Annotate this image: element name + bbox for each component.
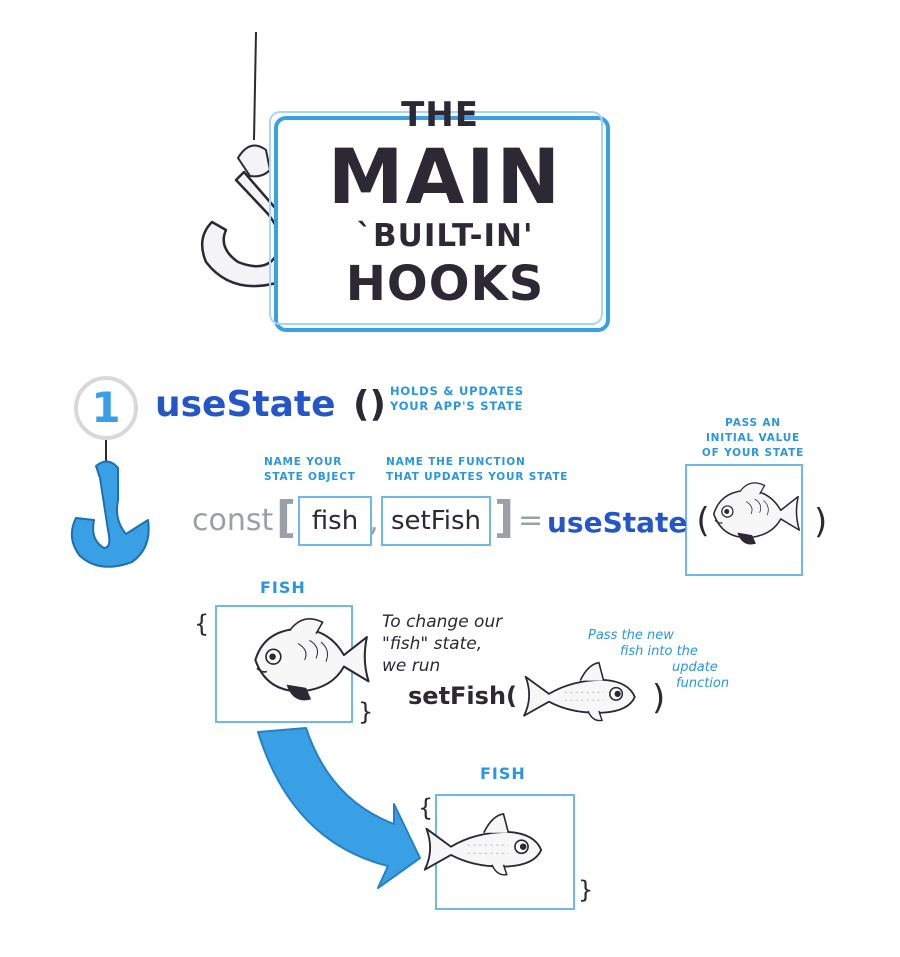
function-note-line1: NAME THE FUNCTION (386, 456, 526, 468)
equals-sign: = (518, 503, 544, 538)
title-main: MAIN (327, 132, 563, 221)
function-note-line2: THAT UPDATES YOUR STATE (386, 471, 569, 483)
explanation-line2: "fish" state, (382, 634, 483, 654)
usestate-call-name: useState (547, 506, 688, 539)
title-built-in: `BUILT-IN' (356, 218, 534, 254)
hook-description-line2: YOUR APP'S STATE (390, 399, 524, 413)
initial-value-note-line2: INITIAL VALUE (705, 432, 801, 444)
usestate-call: useState ( (547, 501, 710, 541)
close-bracket: ] (494, 492, 515, 543)
state-before-close-brace: } (358, 698, 374, 726)
pass-note-line4: function (676, 676, 730, 691)
hook-description-line1: HOLDS & UPDATES (390, 384, 524, 398)
step-circle (74, 376, 138, 440)
state-after-close-brace: } (578, 876, 594, 904)
hook-parens: () (352, 384, 386, 425)
function-note: NAME THE FUNCTION THAT UPDATES YOUR STAT… (386, 455, 568, 485)
hook-heading: useState () (155, 384, 386, 425)
state-after-open-brace: { (418, 794, 434, 822)
hook-description: HOLDS & UPDATES YOUR APP'S STATE (390, 384, 524, 414)
state-after-label: FISH (480, 764, 526, 783)
state-object-note: NAME YOUR STATE OBJECT (264, 455, 356, 485)
const-keyword: const (192, 503, 274, 538)
title-the: THE (401, 95, 479, 135)
title-frame (269, 111, 610, 332)
initial-value-note: PASS AN INITIAL VALUE OF YOUR STATE (688, 416, 818, 461)
blue-hook-icon (70, 440, 150, 568)
usestate-open-paren: ( (696, 501, 710, 541)
setfish-call: setFish( (408, 682, 517, 710)
open-bracket: [ (276, 492, 297, 543)
explanation-line3: we run (382, 656, 441, 676)
pass-note-line3: update (672, 660, 718, 675)
state-object-note-line1: NAME YOUR (264, 456, 343, 468)
setter-box: setFish (381, 496, 491, 546)
update-arrow-icon (257, 727, 421, 889)
setfish-close-paren: ) (652, 678, 666, 718)
initial-value-note-line1: PASS AN (725, 417, 781, 429)
state-before-open-brace: { (194, 610, 210, 638)
initial-value-note-line3: OF YOUR STATE (701, 447, 805, 459)
state-variable-box: fish (298, 496, 372, 546)
pass-new-fish-note: Pass the new fish into the update functi… (588, 628, 729, 692)
step-number: 1 (91, 383, 121, 432)
state-object-note-line2: STATE OBJECT (264, 471, 356, 483)
title-hooks: HOOKS (345, 256, 545, 312)
usestate-close-paren: ) (814, 502, 828, 542)
explanation-line1: To change our (382, 612, 503, 632)
pass-note-line1: Pass the new (588, 628, 674, 643)
pass-note-line2: fish into the (620, 644, 698, 659)
hook-name: useState (155, 384, 336, 425)
explanation-text: To change our "fish" state, we run (382, 611, 502, 677)
comma: , (369, 504, 379, 539)
state-before-label: FISH (260, 578, 306, 597)
